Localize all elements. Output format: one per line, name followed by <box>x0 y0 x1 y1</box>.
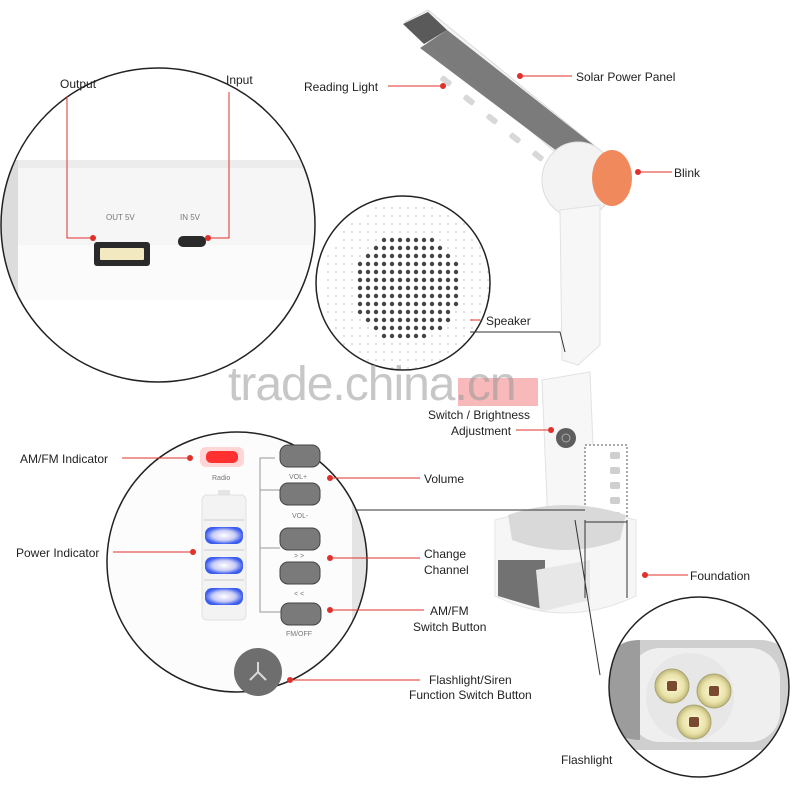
callout-dots <box>90 73 648 683</box>
label-channel: Channel <box>424 563 469 577</box>
label-flashlight-siren: Flashlight/Siren <box>429 673 512 687</box>
watermark: trade.china.cn <box>228 358 517 411</box>
prev-label: < < <box>294 591 304 598</box>
vol-minus-label: VOL- <box>292 513 309 520</box>
siren-icon <box>249 662 267 681</box>
label-change: Change <box>424 547 467 561</box>
lamp-body <box>403 9 637 614</box>
label-volume: Volume <box>424 472 465 486</box>
label-am-fm: AM/FM <box>430 604 469 618</box>
next-label: > > <box>294 553 304 560</box>
vol-plus-label: VOL+ <box>289 474 307 481</box>
switch-knob[interactable] <box>556 428 576 448</box>
in-port-label: IN 5V <box>180 213 201 222</box>
label-switch-brightness: Switch / Brightness <box>428 408 531 422</box>
radio-label: Radio <box>212 475 230 482</box>
connector-lines <box>355 331 628 676</box>
reading-light-leds <box>440 75 544 162</box>
label-am-fm-indicator: AM/FM Indicator <box>20 452 109 466</box>
speaker-zoom <box>315 195 491 371</box>
control-buttons[interactable] <box>279 444 322 626</box>
power-level-leds <box>204 519 244 605</box>
label-speaker: Speaker <box>486 314 531 328</box>
label-blink: Blink <box>674 166 701 180</box>
label-input: Input <box>226 73 253 87</box>
label-reading-light: Reading Light <box>304 80 379 94</box>
radio-indicator <box>206 451 238 463</box>
blink-light <box>592 150 632 206</box>
flashlight-zoom <box>608 596 790 778</box>
out-port-label: OUT 5V <box>106 213 135 222</box>
label-adjustment: Adjustment <box>451 424 512 438</box>
label-switch-button: Switch Button <box>413 620 487 634</box>
watermark-highlight <box>458 378 538 406</box>
label-foundation: Foundation <box>690 569 751 583</box>
label-power-indicator: Power Indicator <box>16 546 100 560</box>
label-solar-panel: Solar Power Panel <box>576 70 676 84</box>
label-output: Output <box>60 77 97 91</box>
label-function-switch: Function Switch Button <box>409 688 532 702</box>
fm-off-label: FM/OFF <box>286 631 312 638</box>
callout-lines <box>66 75 688 681</box>
ports-zoom: OUT 5V IN 5V <box>0 67 316 383</box>
label-flashlight: Flashlight <box>561 753 613 767</box>
